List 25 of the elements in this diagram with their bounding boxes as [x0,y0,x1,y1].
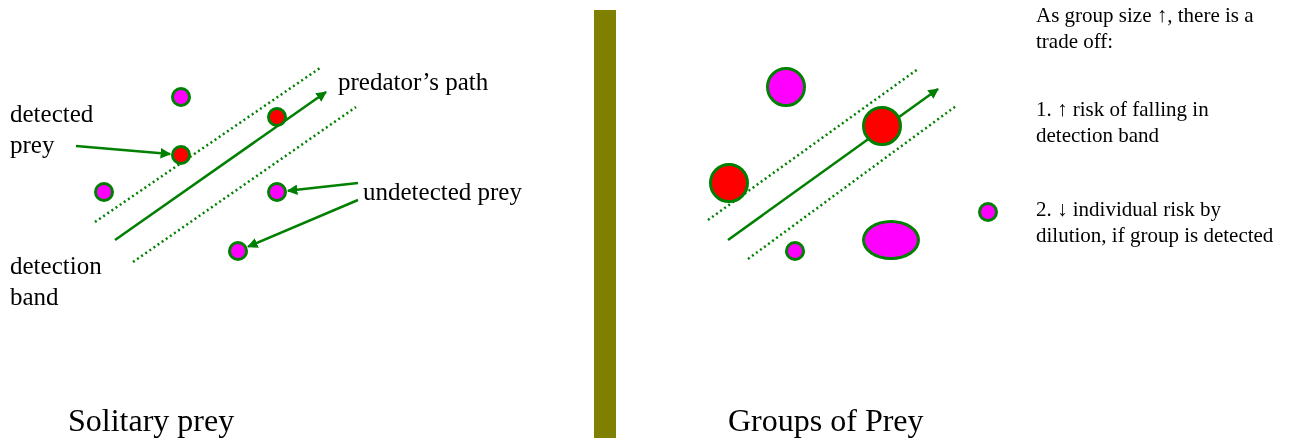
prey-circle [785,241,805,261]
panel-title: Solitary prey [68,401,236,438]
annotation-text: detected prey [10,98,120,161]
prey-circle [267,107,287,127]
prey-circle [171,87,191,107]
prey-group-ellipse [862,220,920,260]
prey-circle [766,67,806,107]
prey-circle [978,202,998,222]
prey-circle [709,163,749,203]
band-label: detection band [10,251,103,313]
panel-title: Groups of Prey [728,401,925,438]
path-label: predator’s path [338,67,490,97]
note-text: As group size ↑, there is a trade off: [1036,2,1255,55]
leader-arrow [75,144,172,159]
leader-arrow [286,181,359,195]
leader-arrow [247,198,359,248]
note-text: 1. ↑ risk of falling in detection band [1036,96,1210,149]
prey-circle [94,182,114,202]
prey-circle [171,145,191,165]
note-text: 2. ↓ individual risk by dilution, if group is detected [1036,196,1275,249]
prey-circle [862,106,902,146]
divider-bar [594,10,616,438]
annotation-text: undetected prey [363,176,573,208]
prey-circle [228,241,248,261]
prey-circle [267,182,287,202]
